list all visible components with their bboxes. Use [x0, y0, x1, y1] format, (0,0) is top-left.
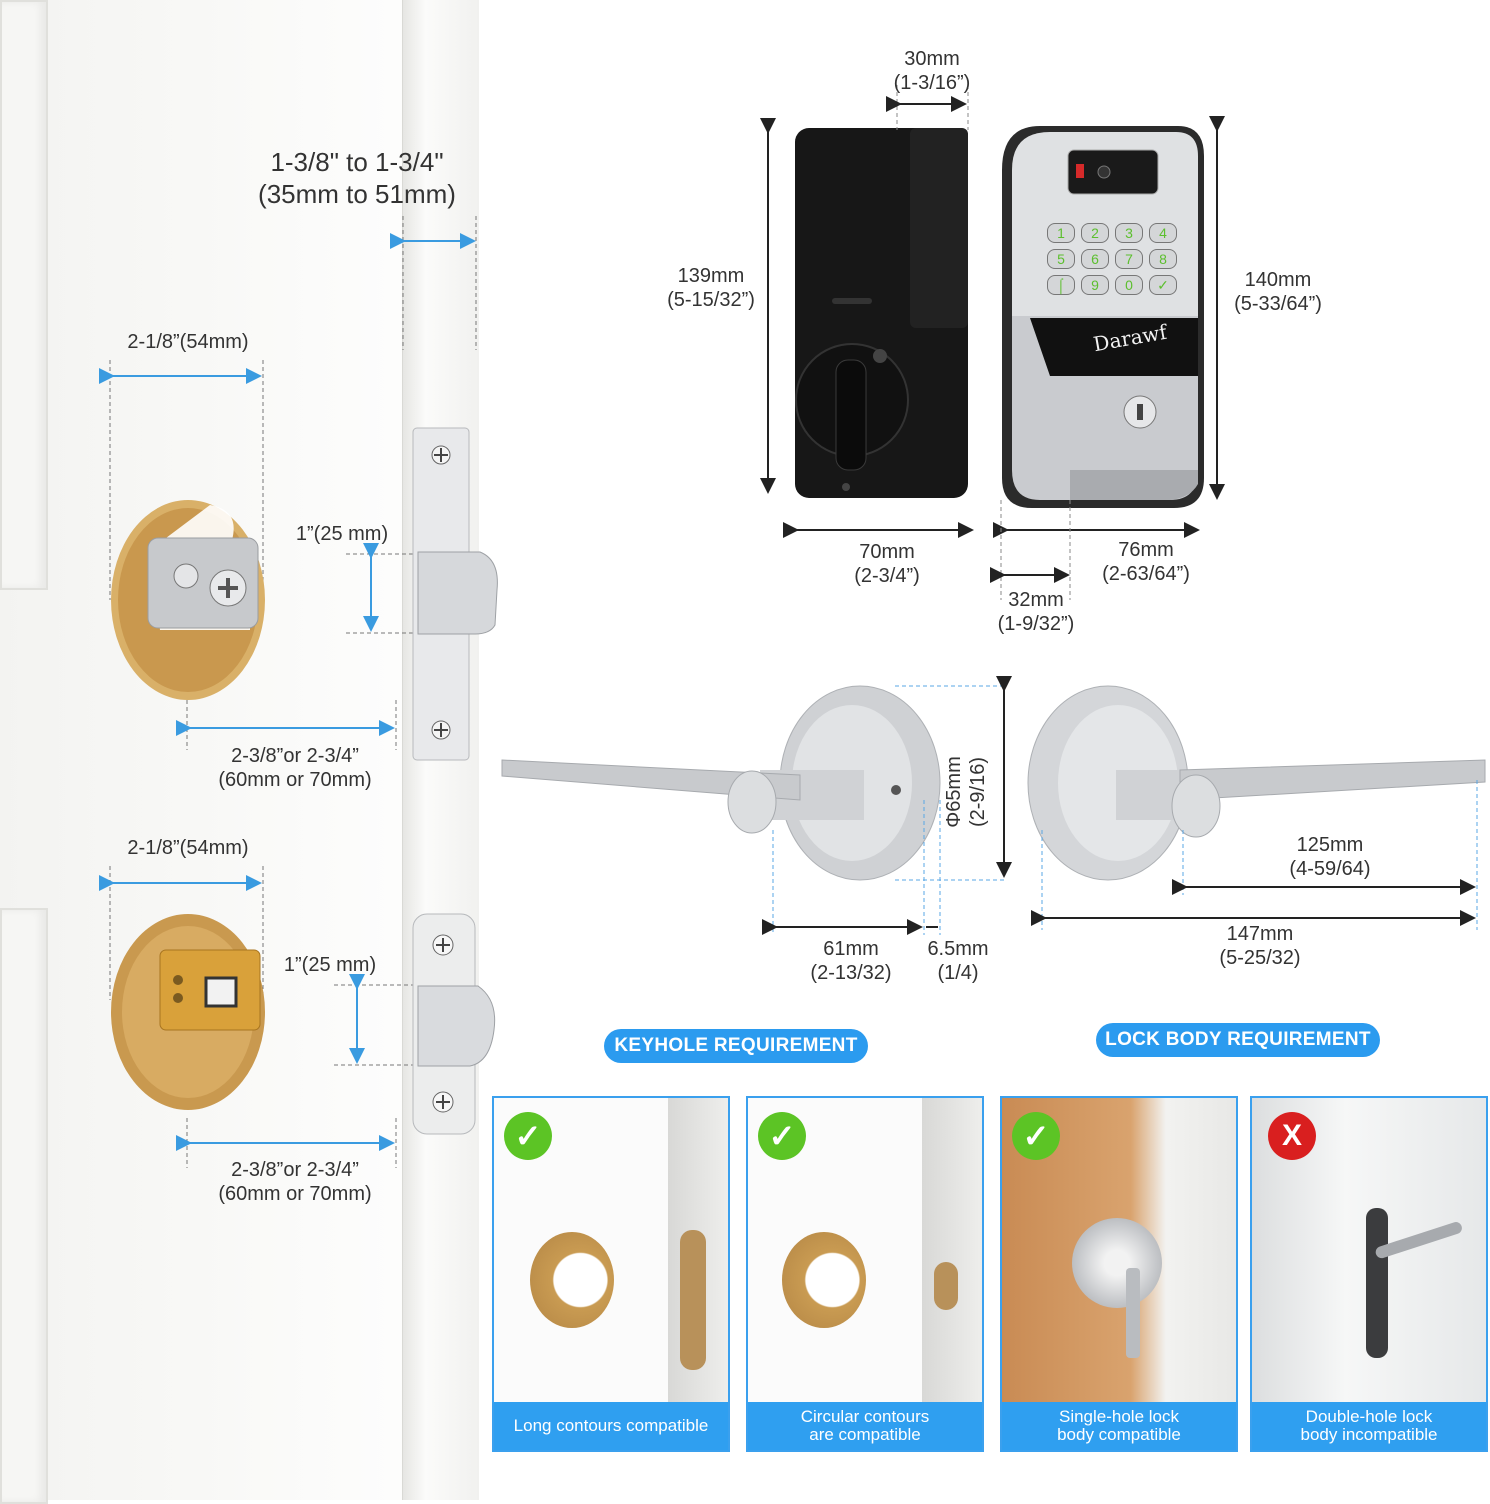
- cross-icon: X: [1268, 1112, 1316, 1160]
- keypad-key: 3: [1115, 223, 1143, 243]
- check-icon: ✓: [758, 1112, 806, 1160]
- top-bore-label: 2-1/8”(54mm): [127, 331, 249, 353]
- interior-width-label: 70mm(2-3/4”): [854, 541, 920, 587]
- round-hole: [934, 1262, 958, 1310]
- top-latch-height-label: 1”(25 mm): [295, 523, 389, 545]
- overall-length-label: 147mm(5-25/32): [1219, 923, 1301, 969]
- keypad-key: 9: [1081, 275, 1109, 295]
- passage-latch-bottom: [111, 913, 496, 1135]
- interior-height-label: 139mm(5-15/32”): [667, 265, 755, 311]
- check-icon: ✓: [504, 1112, 552, 1160]
- depth-label: 30mm(1-3/16”): [893, 48, 971, 94]
- requirement-card-long-contours: ✓ Long contours compatible: [492, 1096, 730, 1452]
- top-backset-label: 2-3/8”or 2-3/4” (60mm or 70mm): [218, 745, 372, 791]
- door-molding-top: [0, 0, 48, 590]
- keypad-key: 5: [1047, 249, 1075, 269]
- deadbolt-latch-top: [111, 427, 498, 761]
- keypad-key: 2: [1081, 223, 1109, 243]
- rose-thickness-label: 6.5mm(1/4): [927, 938, 989, 984]
- keypad-key: 7: [1115, 249, 1143, 269]
- bore-hole: [530, 1232, 614, 1328]
- keyhole-requirement-badge: KEYHOLE REQUIREMENT: [604, 1029, 868, 1063]
- lock-plate: [1366, 1208, 1388, 1358]
- exterior-width-label: 76mm(2-63/64”): [1102, 539, 1190, 585]
- check-icon: ✓: [1012, 1112, 1060, 1160]
- keypad: 1 2 3 4 5 6 7 8 ⌠ 9 0 ✓: [1044, 220, 1180, 298]
- exterior-keypad-assembly: [1002, 126, 1204, 508]
- exterior-depth-label: 32mm(1-9/32”): [997, 589, 1075, 635]
- lever-left: [501, 685, 941, 881]
- keypad-key: 8: [1149, 249, 1177, 269]
- exterior-height-label: 140mm(5-33/64”): [1234, 269, 1322, 315]
- door-edge: [922, 1098, 982, 1408]
- interior-assembly: [795, 128, 968, 498]
- key: [1126, 1268, 1140, 1358]
- keypad-key: 0: [1115, 275, 1143, 295]
- door-illustration: [0, 0, 478, 1500]
- bottom-latch-height-label: 1”(25 mm): [283, 954, 377, 976]
- long-slot: [680, 1230, 706, 1370]
- bore-hole: [782, 1232, 866, 1328]
- keypad-key: 4: [1149, 223, 1177, 243]
- bottom-bore-label: 2-1/8”(54mm): [127, 837, 249, 859]
- keypad-key: 6: [1081, 249, 1109, 269]
- card-caption: Long contours compatible: [494, 1402, 728, 1450]
- keypad-key: ✓: [1149, 275, 1177, 295]
- cylinder-lock: [1072, 1218, 1162, 1308]
- lever-right: [1027, 685, 1486, 881]
- door-thickness-label: 1-3/8" to 1-3/4" (35mm to 51mm): [258, 147, 456, 209]
- lever-length-label: 125mm(4-59/64): [1289, 834, 1371, 880]
- rose-diameter-label: Φ65mm(2-9/16): [943, 756, 989, 828]
- projection-label: 61mm(2-13/32): [810, 938, 892, 984]
- lock-body-requirement-badge: LOCK BODY REQUIREMENT: [1096, 1023, 1380, 1057]
- keypad-key: ⌠: [1047, 275, 1075, 295]
- bottom-backset-label: 2-3/8”or 2-3/4” (60mm or 70mm): [218, 1159, 372, 1205]
- keypad-key: 1: [1047, 223, 1075, 243]
